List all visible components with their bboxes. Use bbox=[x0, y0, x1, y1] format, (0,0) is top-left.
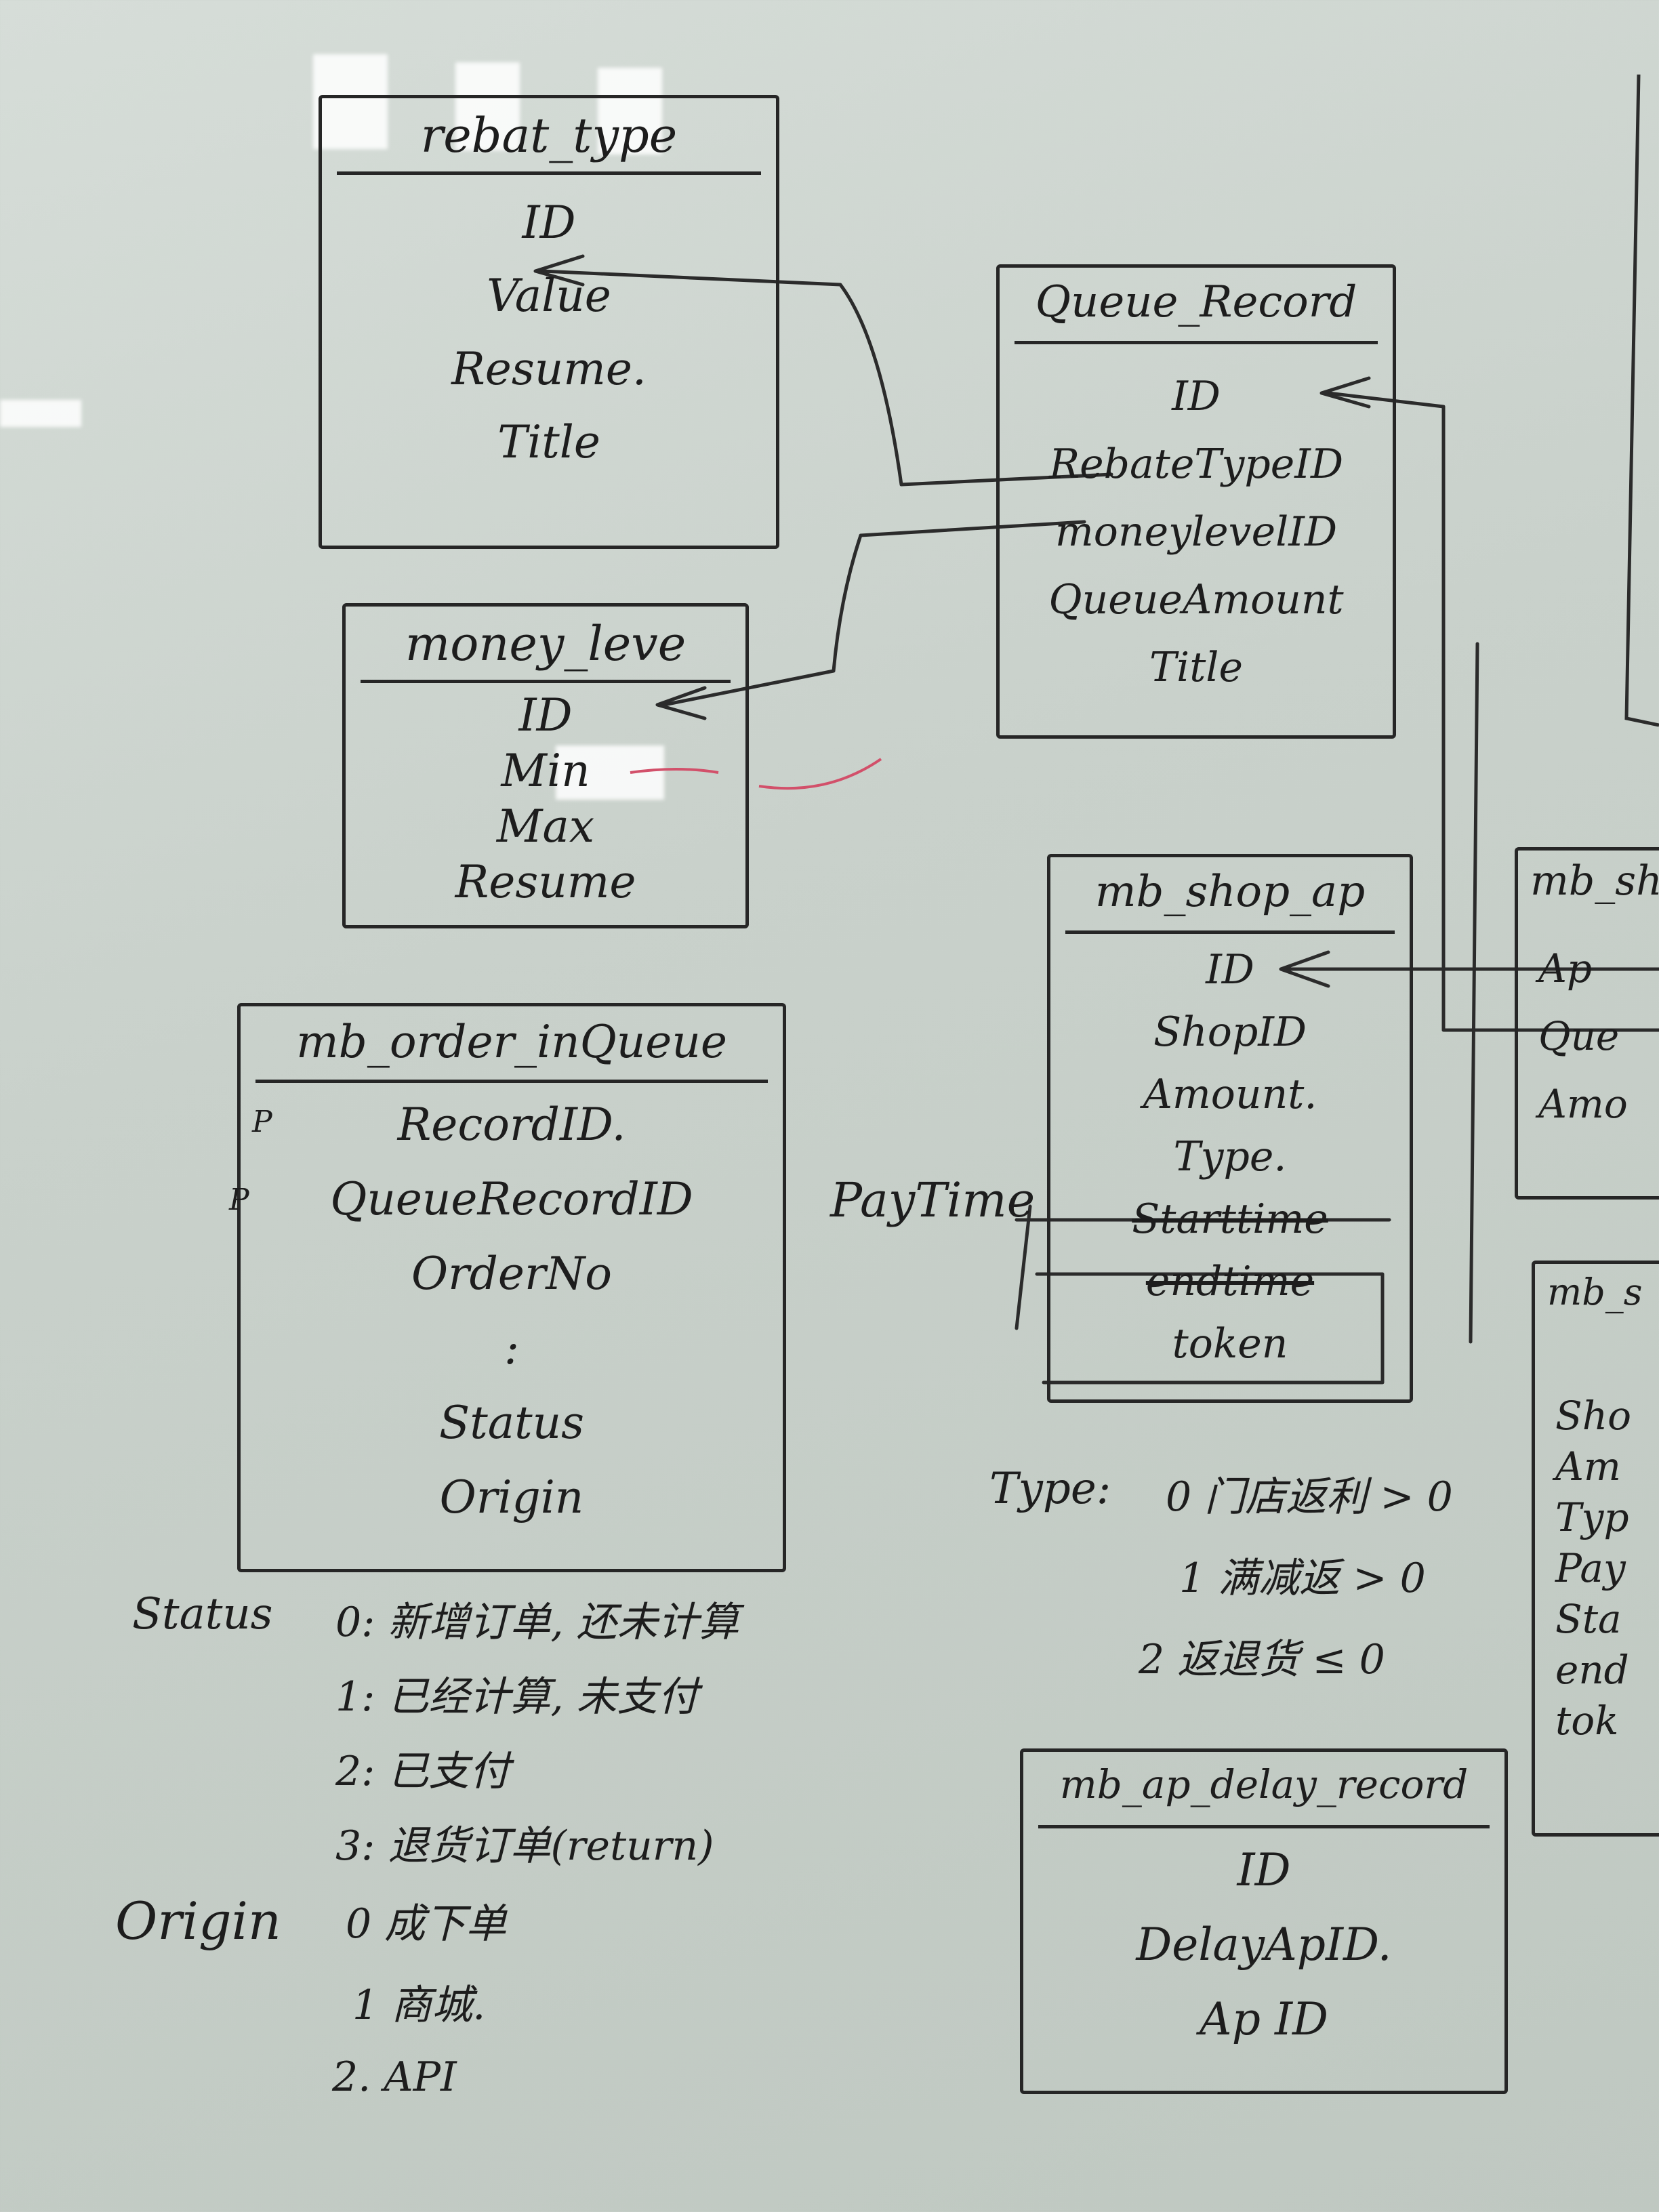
field: Ap ID bbox=[1200, 1993, 1328, 2045]
field: ShopID bbox=[1153, 1008, 1307, 1056]
legend-row: 0: 新增订单, 还未计算 bbox=[335, 1599, 739, 1646]
pk-mark: P bbox=[252, 1105, 272, 1139]
legend-row: 1 满减返 > 0 bbox=[1179, 1555, 1426, 1602]
legend-key: Status bbox=[132, 1589, 273, 1639]
paytime-bracket bbox=[1015, 1204, 1391, 1385]
divider bbox=[1065, 930, 1395, 934]
light-reflection bbox=[556, 745, 664, 800]
field: Am bbox=[1555, 1443, 1621, 1490]
field: end bbox=[1555, 1647, 1629, 1693]
legend-row: 2: 已支付 bbox=[335, 1748, 510, 1795]
field: OrderNo bbox=[411, 1248, 612, 1300]
legend-key: Origin bbox=[115, 1891, 281, 1951]
field: RecordID. bbox=[397, 1099, 626, 1151]
field: : bbox=[504, 1322, 520, 1374]
arrowhead bbox=[1279, 950, 1330, 988]
legend-row: 0 门店返利 > 0 bbox=[1166, 1473, 1453, 1521]
light-reflection bbox=[598, 68, 662, 155]
entity-title: money_leve bbox=[405, 616, 687, 672]
field: ID bbox=[518, 689, 573, 741]
field: Type. bbox=[1173, 1133, 1287, 1181]
entity-ap-delay-record: mb_ap_delay_record ID DelayApID. Ap ID bbox=[1020, 1748, 1508, 2094]
field: Amo bbox=[1538, 1081, 1628, 1127]
light-reflection bbox=[313, 54, 388, 149]
field: Resume. bbox=[451, 343, 647, 395]
link-rebatetype bbox=[540, 269, 1113, 487]
entity-queue-record: Queue_Record ID RebateTypeID moneylevelI… bbox=[996, 264, 1396, 739]
status-legend: Status 0: 新增订单, 还未计算 1: 已经计算, 未支付 2: 已支付… bbox=[132, 1589, 945, 1908]
field: token bbox=[1172, 1320, 1288, 1368]
entity-money-level: money_leve ID Min Max Resume bbox=[342, 603, 749, 928]
divider bbox=[337, 171, 761, 175]
entity-title: mb_ap_delay_record bbox=[1059, 1761, 1469, 1807]
paytime-label: PayTime bbox=[830, 1172, 1036, 1228]
entity-title: mb_shop_ap bbox=[1094, 867, 1366, 917]
field: ID bbox=[1237, 1844, 1291, 1896]
type-legend: Type: 0 门店返利 > 0 1 满减返 > 0 2 返退货 ≤ 0 bbox=[989, 1464, 1532, 1715]
legend-row: 0 成下单 bbox=[346, 1900, 507, 1948]
legend-row: 2 返退货 ≤ 0 bbox=[1139, 1636, 1385, 1683]
pk-mark: P bbox=[229, 1183, 249, 1217]
field: ID bbox=[1206, 946, 1254, 994]
origin-legend: Origin 0 成下单 1 商城. 2. API bbox=[115, 1891, 725, 2142]
field: endtime bbox=[1145, 1258, 1315, 1305]
field: Sta bbox=[1555, 1596, 1622, 1642]
entity-shop-ap: mb_shop_ap ID ShopID Amount. Type. Start… bbox=[1047, 854, 1413, 1403]
entity-order-in-queue: mb_order_inQueue RecordID. QueueRecordID… bbox=[237, 1003, 786, 1572]
field: tok bbox=[1555, 1698, 1619, 1744]
field: Typ bbox=[1555, 1494, 1629, 1540]
field: Sho bbox=[1555, 1393, 1632, 1439]
field: Pay bbox=[1555, 1545, 1626, 1591]
divider bbox=[255, 1080, 768, 1083]
entity-title: mb_s bbox=[1547, 1271, 1643, 1313]
field: Resume bbox=[455, 856, 636, 908]
field: Starttime bbox=[1132, 1195, 1328, 1243]
field: Min bbox=[501, 745, 590, 797]
entity-title: Queue_Record bbox=[1035, 277, 1357, 327]
field: Origin bbox=[439, 1471, 584, 1523]
field: ID bbox=[1172, 373, 1221, 420]
field: moneylevelID bbox=[1054, 508, 1338, 556]
arrowhead bbox=[533, 254, 585, 287]
field: DelayApID. bbox=[1136, 1919, 1392, 1971]
red-marker-stroke bbox=[630, 758, 882, 790]
legend-row: 2. API bbox=[332, 2053, 457, 2101]
field: Que bbox=[1538, 1013, 1620, 1059]
arrowhead bbox=[1319, 376, 1371, 409]
entity-rebate-type: rebat_type ID Value Resume. Title bbox=[319, 95, 779, 549]
divider bbox=[361, 680, 731, 683]
arrowhead bbox=[655, 686, 707, 720]
field: QueueAmount bbox=[1048, 576, 1344, 623]
board-line bbox=[1469, 642, 1479, 1344]
light-reflection bbox=[0, 400, 81, 427]
field: Title bbox=[1149, 644, 1244, 691]
field: Amount. bbox=[1143, 1071, 1317, 1118]
field: Ap bbox=[1538, 945, 1593, 991]
field: Title bbox=[497, 416, 600, 468]
field: QueueRecordID bbox=[330, 1173, 693, 1225]
legend-key: Type: bbox=[989, 1464, 1111, 1514]
entity-partial-right-top: mb_sh Ap Que Amo bbox=[1515, 847, 1659, 1200]
field: Status bbox=[439, 1397, 584, 1449]
link-queue bbox=[1326, 391, 1659, 1032]
entity-title: mb_sh bbox=[1530, 857, 1659, 905]
link-moneylevel bbox=[662, 520, 1086, 707]
divider bbox=[1015, 341, 1378, 344]
light-reflection bbox=[455, 62, 520, 150]
field: ID bbox=[522, 197, 576, 249]
legend-row: 1: 已经计算, 未支付 bbox=[335, 1673, 699, 1721]
legend-row: 3: 退货订单(return) bbox=[335, 1822, 714, 1870]
field: RebateTypeID bbox=[1048, 441, 1344, 488]
board-line bbox=[1624, 74, 1659, 727]
legend-row: 1 商城. bbox=[352, 1982, 486, 2029]
entity-title: rebat_type bbox=[420, 108, 678, 163]
field: Value bbox=[487, 270, 611, 322]
entity-title: mb_order_inQueue bbox=[296, 1016, 727, 1068]
field: Max bbox=[496, 800, 595, 853]
divider bbox=[1038, 1825, 1490, 1828]
entity-partial-right-bottom: mb_s Sho Am Typ Pay Sta end tok bbox=[1532, 1261, 1659, 1837]
